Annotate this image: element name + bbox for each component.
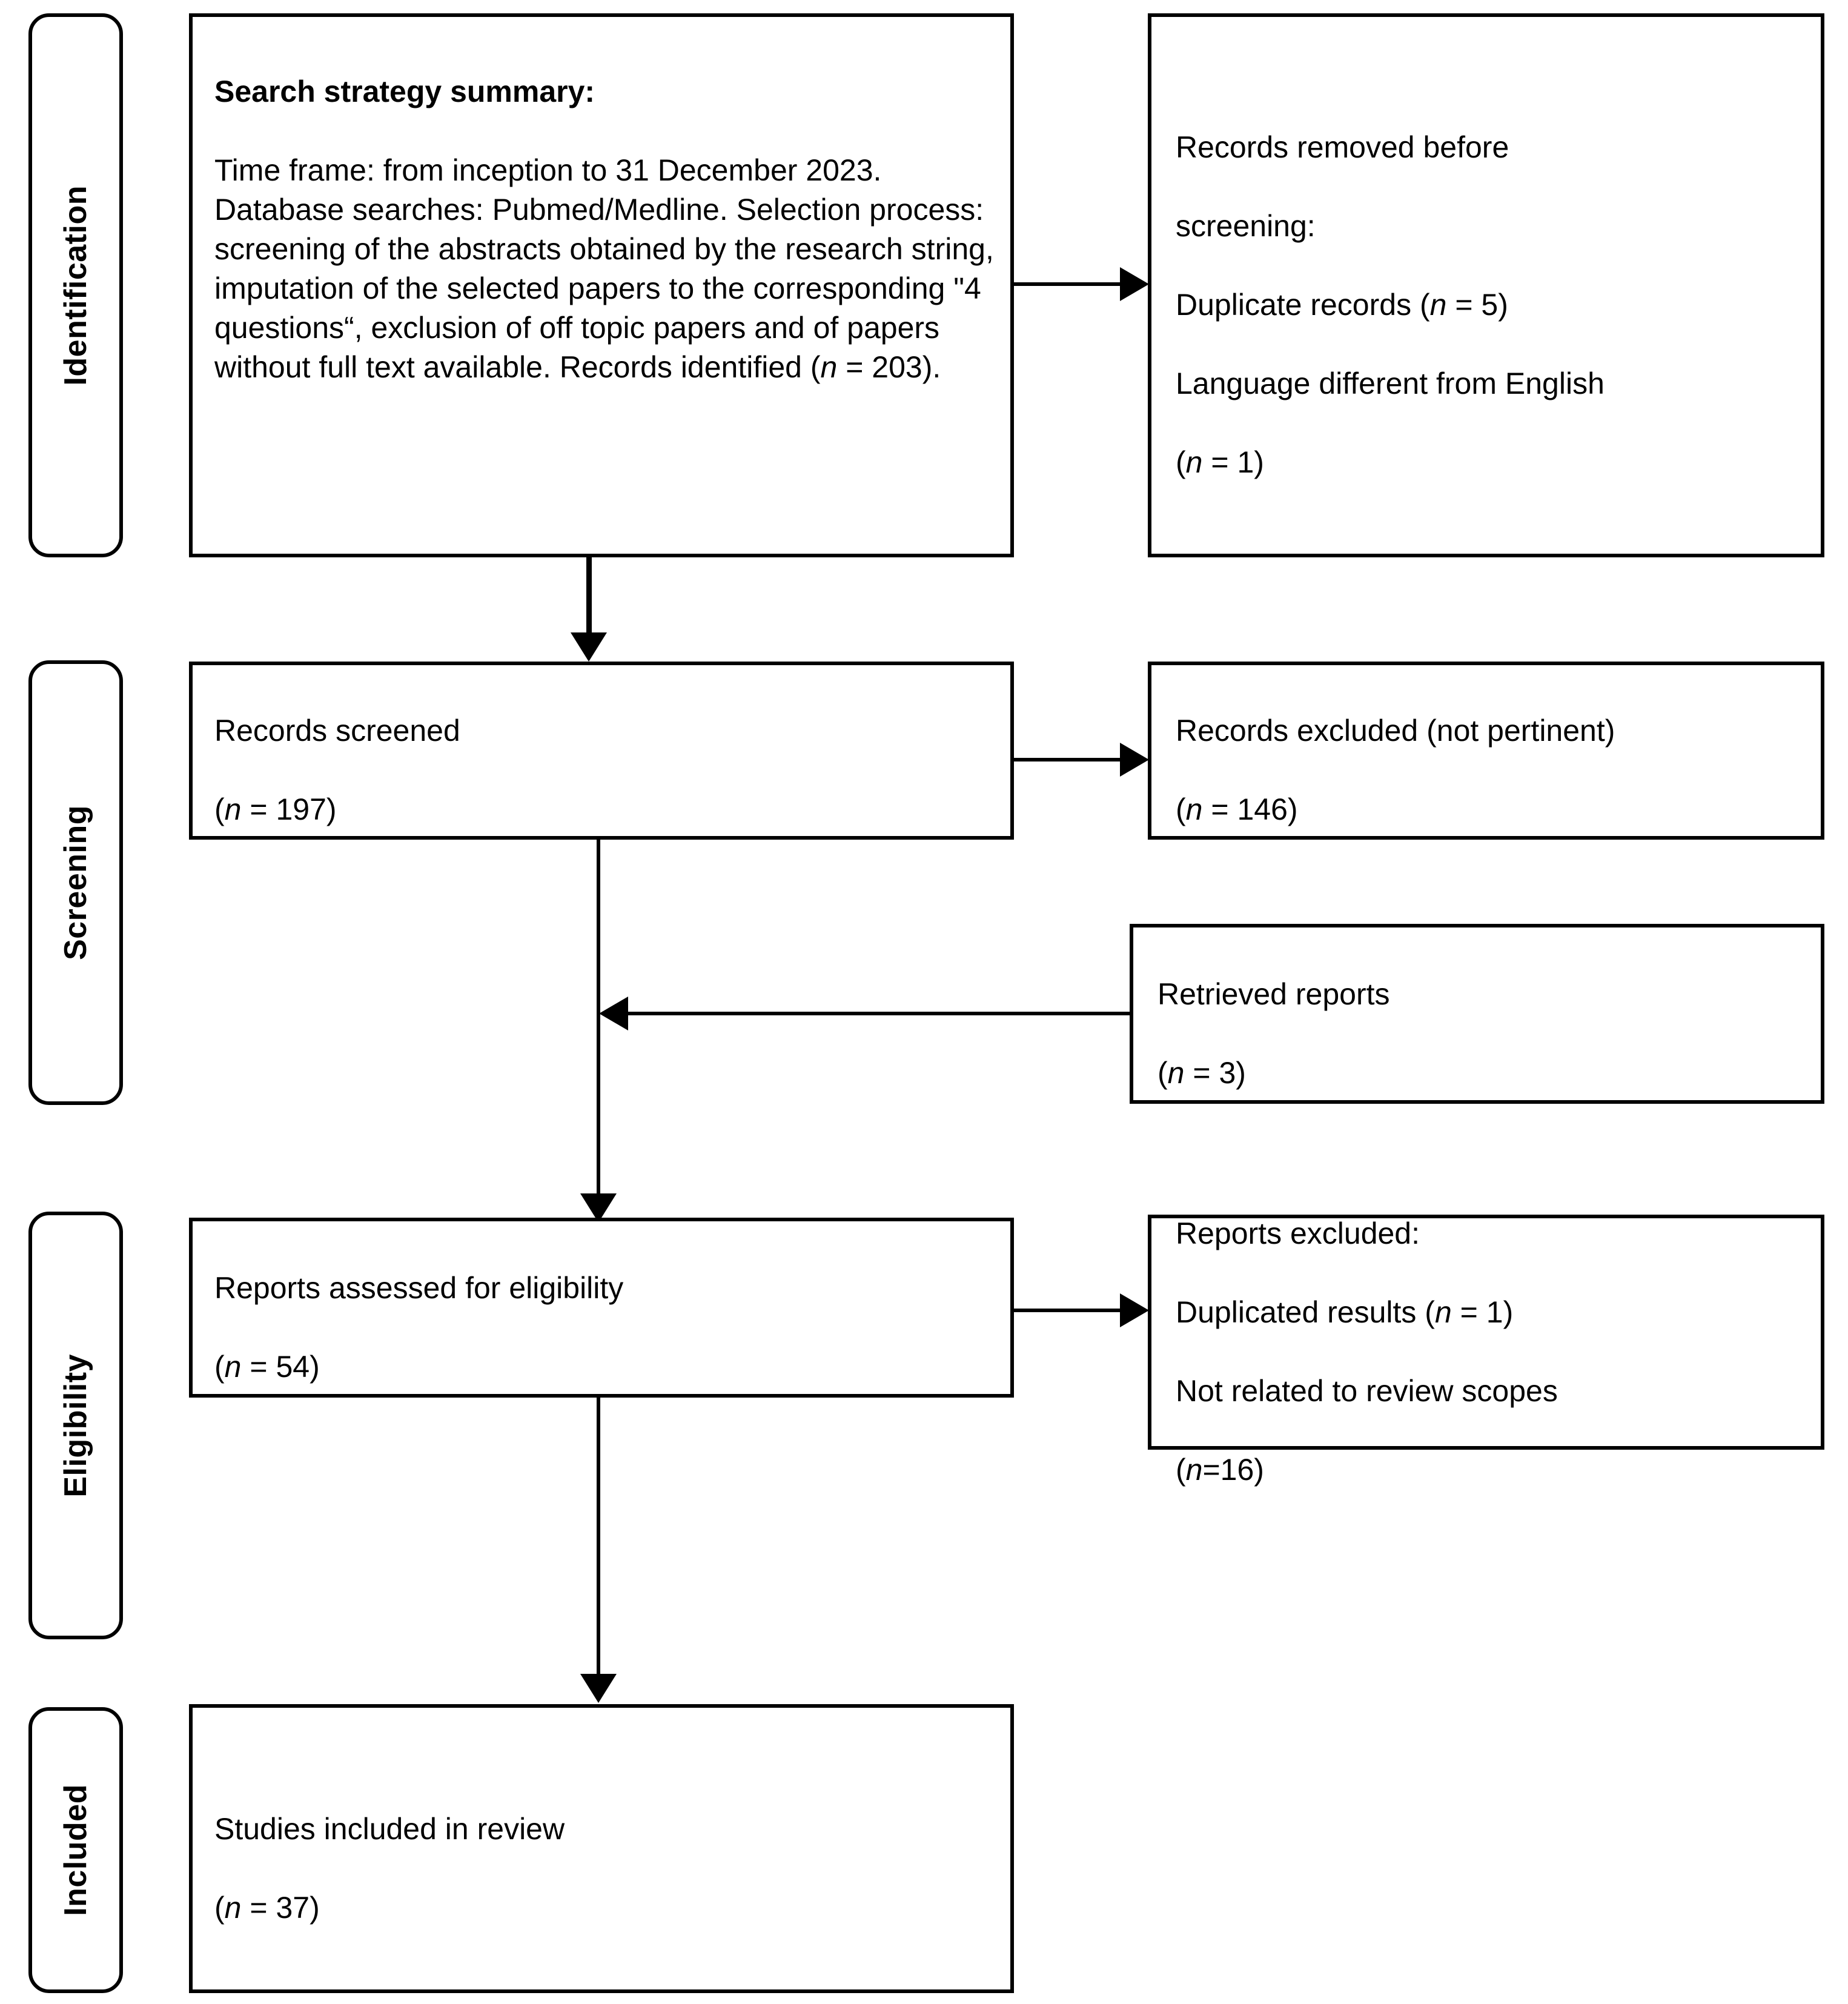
connector-identification-to-removed-line: [1014, 282, 1122, 286]
records-removed-line2: screening:: [1176, 209, 1316, 243]
connector-identification-to-removed-arrowhead: [1120, 267, 1149, 301]
records-excluded-line2-pre: (: [1176, 792, 1186, 826]
search-strategy-body: Time frame: from inception to 31 Decembe…: [214, 153, 994, 384]
studies-included-line1: Studies included in review: [214, 1811, 565, 1846]
records-screened-line2-pre: (: [214, 792, 225, 826]
reports-excluded-line1: Reports excluded:: [1176, 1216, 1420, 1250]
records-removed-line5-post: = 1): [1202, 445, 1264, 479]
box-retrieved-reports: Retrieved reports (n = 3): [1130, 924, 1824, 1104]
connector-assessed-to-excluded-arrowhead: [1120, 1293, 1149, 1327]
connector-assessed-to-excluded-line: [1014, 1309, 1122, 1312]
records-removed-line3-n: n: [1429, 288, 1447, 322]
box-studies-included-text: Studies included in review (n = 37): [193, 1770, 565, 1928]
phase-label-identification: Identification: [28, 13, 123, 557]
reports-excluded-line2-n: n: [1434, 1295, 1452, 1329]
connector-assessed-to-included-line: [597, 1398, 600, 1677]
search-strategy-n-tail: = 203).: [837, 350, 941, 384]
retrieved-reports-line2-post: = 3): [1184, 1055, 1246, 1090]
studies-included-line2-pre: (: [214, 1890, 225, 1925]
records-excluded-line1: Records excluded (not pertinent): [1176, 714, 1615, 748]
reports-excluded-line4-post: =16): [1202, 1453, 1264, 1487]
phase-label-eligibility-text: Eligibility: [58, 1353, 93, 1498]
reports-assessed-line2-post: = 54): [241, 1349, 320, 1384]
records-removed-line1: Records removed before: [1176, 130, 1509, 164]
records-excluded-line2-post: = 146): [1202, 792, 1298, 826]
phase-label-included: Included: [28, 1707, 123, 1993]
box-reports-excluded-text: Reports excluded: Duplicated results (n …: [1151, 1175, 1558, 1490]
reports-assessed-line2-pre: (: [214, 1349, 225, 1384]
connector-screened-to-assessed-line: [597, 840, 600, 1197]
records-screened-line2-post: = 197): [241, 792, 337, 826]
connector-retrieved-to-spine-arrowhead: [599, 997, 628, 1030]
box-records-screened-text: Records screened (n = 197): [193, 672, 460, 829]
reports-excluded-line4-n: n: [1185, 1453, 1203, 1487]
records-removed-line5-pre: (: [1176, 445, 1186, 479]
connector-retrieved-to-spine-line: [628, 1012, 1131, 1015]
box-records-removed-before-screening: Records removed before screening: Duplic…: [1148, 13, 1824, 557]
box-reports-assessed-for-eligibility: Reports assessed for eligibility (n = 54…: [189, 1218, 1014, 1398]
connector-identification-to-screened-arrowhead: [571, 632, 607, 662]
records-removed-line3-post: = 5): [1446, 288, 1508, 322]
studies-included-line2-n: n: [224, 1890, 242, 1925]
connector-screened-to-excluded-line: [1014, 758, 1122, 761]
reports-excluded-line4-pre: (: [1176, 1453, 1186, 1487]
reports-excluded-line2-pre: Duplicated results (: [1176, 1295, 1435, 1329]
records-screened-line2-n: n: [224, 792, 242, 826]
phase-label-included-text: Included: [58, 1784, 93, 1916]
records-excluded-line2-n: n: [1185, 792, 1203, 826]
records-screened-line1: Records screened: [214, 714, 460, 748]
records-removed-line5-n: n: [1185, 445, 1203, 479]
box-search-strategy-summary-text: Search strategy summary: Time frame: fro…: [193, 17, 1010, 387]
box-records-excluded-not-pertinent: Records excluded (not pertinent) (n = 14…: [1148, 662, 1824, 840]
box-records-removed-text: Records removed before screening: Duplic…: [1151, 88, 1605, 482]
box-records-excluded-text: Records excluded (not pertinent) (n = 14…: [1151, 672, 1615, 829]
box-search-strategy-summary: Search strategy summary: Time frame: fro…: [189, 13, 1014, 557]
records-removed-line3-pre: Duplicate records (: [1176, 288, 1430, 322]
phase-label-eligibility: Eligibility: [28, 1212, 123, 1639]
box-retrieved-reports-text: Retrieved reports (n = 3): [1133, 935, 1390, 1093]
reports-assessed-line2-n: n: [224, 1349, 242, 1384]
retrieved-reports-line2-n: n: [1167, 1055, 1185, 1090]
reports-excluded-line2-post: = 1): [1451, 1295, 1514, 1329]
reports-excluded-line3: Not related to review scopes: [1176, 1374, 1558, 1408]
search-strategy-heading: Search strategy summary:: [214, 75, 595, 108]
phase-label-screening: Screening: [28, 660, 123, 1105]
box-reports-excluded: Reports excluded: Duplicated results (n …: [1148, 1215, 1824, 1487]
reports-assessed-line1: Reports assessed for eligibility: [214, 1270, 624, 1305]
studies-included-line2-post: = 37): [241, 1890, 320, 1925]
box-studies-included-in-review: Studies included in review (n = 37): [189, 1704, 1014, 1993]
search-strategy-n-symbol: n: [820, 350, 838, 384]
phase-label-identification-text: Identification: [58, 185, 93, 386]
connector-assessed-to-included-arrowhead: [580, 1674, 617, 1703]
connector-identification-to-screened-line: [586, 557, 592, 636]
box-records-screened: Records screened (n = 197): [189, 662, 1014, 840]
records-removed-line4: Language different from English: [1176, 367, 1605, 400]
retrieved-reports-line2-pre: (: [1157, 1055, 1168, 1090]
phase-label-screening-text: Screening: [58, 805, 93, 960]
retrieved-reports-line1: Retrieved reports: [1157, 977, 1390, 1011]
connector-screened-to-excluded-arrowhead: [1120, 743, 1149, 777]
box-reports-assessed-text: Reports assessed for eligibility (n = 54…: [193, 1229, 623, 1387]
